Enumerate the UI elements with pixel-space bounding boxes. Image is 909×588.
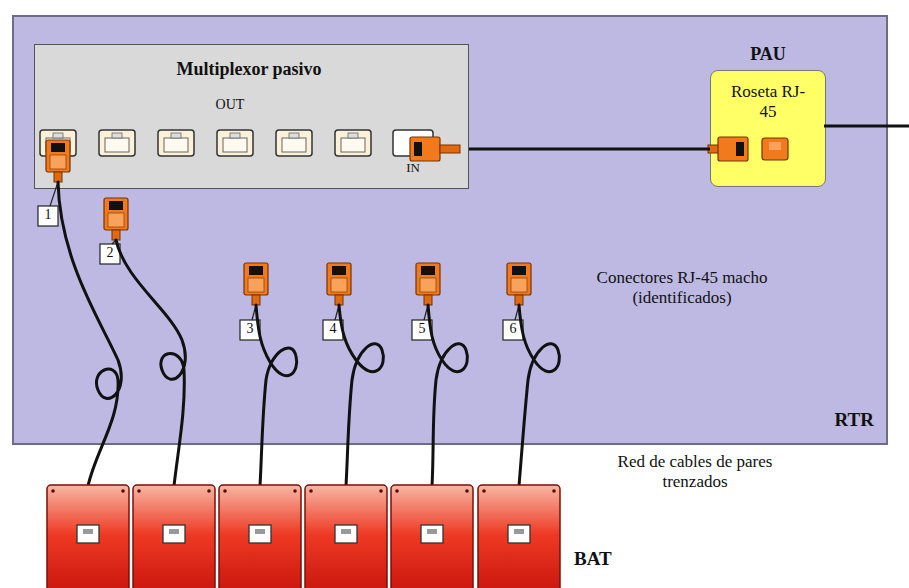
text-slot: Conectores RJ-45 macho (identificados): [552, 268, 812, 307]
text-slot: Multiplexor pasivo: [35, 59, 463, 80]
text-slot: Roseta RJ-45: [728, 82, 808, 121]
text-slot: IN: [393, 161, 433, 176]
text-slot: 1: [38, 207, 58, 223]
callout-number: 4: [323, 321, 343, 337]
callout-number: 5: [412, 321, 432, 337]
text-slot: 2: [100, 245, 120, 261]
pau-box: PAU Roseta RJ-45: [710, 42, 832, 187]
text-slot: Red de cables de pares trenzados: [600, 452, 790, 491]
port-label: IN: [393, 161, 433, 176]
callout-number: 6: [503, 321, 523, 337]
note-text: Red de cables de pares trenzados: [600, 452, 790, 491]
part-label: BAT: [574, 548, 644, 570]
text-slot: 4: [323, 321, 343, 337]
box-title: Multiplexor pasivo: [35, 59, 463, 80]
rtr-region: RTR Multiplexor pasivoOUT IN PAU Roseta RJ-4…: [12, 15, 888, 445]
note-text: Conectores RJ-45 macho (identificados): [552, 268, 812, 307]
text-slot: RTR: [754, 409, 874, 431]
text-slot: 6: [503, 321, 523, 337]
cable-connector: [469, 149, 710, 150]
callout-number: 3: [240, 321, 260, 337]
region-label: RTR: [754, 409, 874, 431]
multiplexer-box: Multiplexor pasivoOUT IN: [34, 44, 469, 189]
text-slot: OUT: [195, 97, 265, 113]
text-slot: BAT: [574, 548, 644, 570]
text-slot: 3: [240, 321, 260, 337]
text-slot: 5: [412, 321, 432, 337]
box-heading: PAU: [710, 44, 826, 65]
text-slot: PAU: [710, 44, 826, 65]
socket-label: Roseta RJ-45: [728, 82, 808, 121]
callout-number: 2: [100, 245, 120, 261]
port-label: OUT: [195, 97, 265, 113]
callout-number: 1: [38, 207, 58, 223]
